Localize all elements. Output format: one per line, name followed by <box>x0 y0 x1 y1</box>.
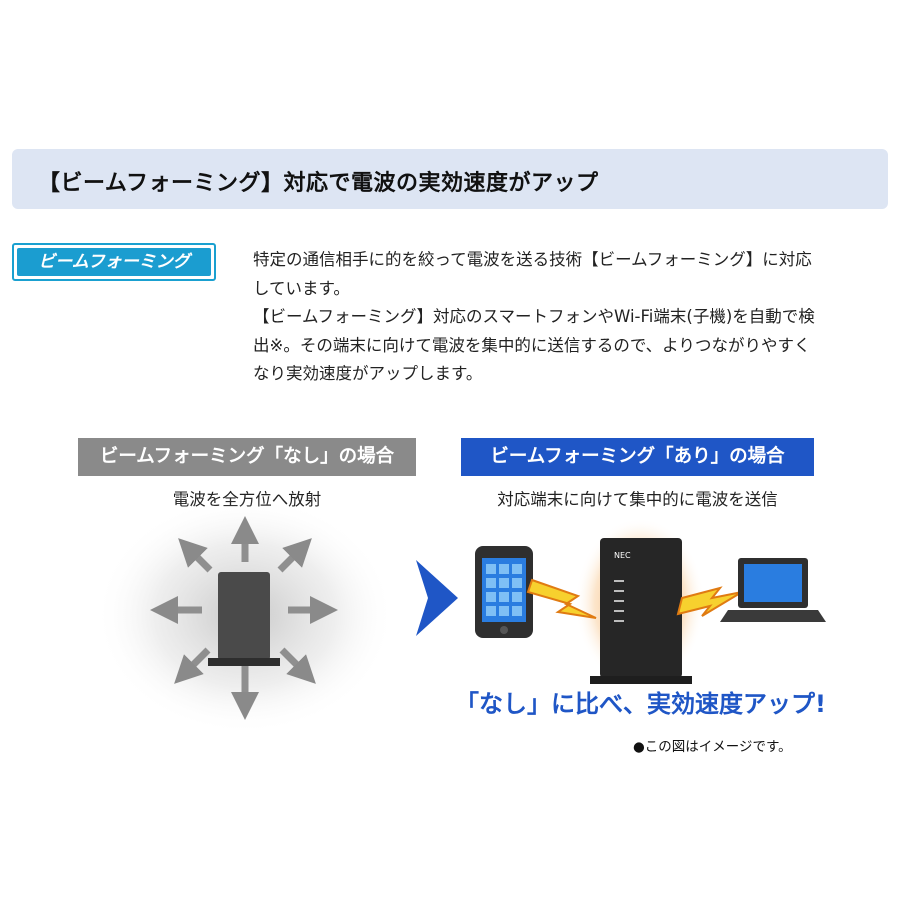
tagline: 「なし」に比べ、実効速度アップ! <box>455 690 826 718</box>
router-brand: NEC <box>614 551 631 560</box>
beamforming-illustration: NEC <box>475 518 826 688</box>
omnidirectional-illustration <box>95 495 395 735</box>
wifi-router-icon: NEC <box>590 538 692 684</box>
lightning-bolt-icon <box>676 586 743 617</box>
wifi-router-icon <box>208 572 280 666</box>
radiation-arrow <box>174 647 211 684</box>
radiation-arrow <box>279 647 316 684</box>
description-line: しています。 <box>253 278 350 298</box>
description: 特定の通信相手に的を絞って電波を送る技術【ビームフォーミング】に対応 しています… <box>253 246 893 389</box>
with-beamforming-subtitle: 対応端末に向けて集中的に電波を送信 <box>497 490 778 509</box>
lightning-bolt-icon <box>526 578 597 619</box>
radiation-arrow <box>178 538 213 573</box>
beamforming-badge-label: ビームフォーミング <box>17 248 211 276</box>
with-beamforming-title: ビームフォーミング「あり」の場合 <box>461 438 814 476</box>
radiation-arrow <box>277 538 312 573</box>
description-line: 出※。その端末に向けて電波を集中的に送信するので、よりつながりやすく <box>253 335 811 355</box>
laptop-icon <box>720 558 826 622</box>
description-line: なり実効速度がアップします。 <box>253 364 483 384</box>
chevron-right-icon <box>416 560 458 636</box>
image-note: ●この図はイメージです。 <box>633 739 792 755</box>
section-header: 【ビームフォーミング】対応で電波の実効速度がアップ <box>12 149 888 209</box>
smartphone-icon <box>475 546 533 638</box>
section-title: 【ビームフォーミング】対応で電波の実効速度がアップ <box>38 171 599 196</box>
without-beamforming-title: ビームフォーミング「なし」の場合 <box>78 438 416 476</box>
beamforming-badge: ビームフォーミング <box>12 243 216 281</box>
description-line: 【ビームフォーミング】対応のスマートフォンやWi-Fi端末(子機)を自動で検 <box>253 307 815 327</box>
description-line: 特定の通信相手に的を絞って電波を送る技術【ビームフォーミング】に対応 <box>253 250 812 269</box>
